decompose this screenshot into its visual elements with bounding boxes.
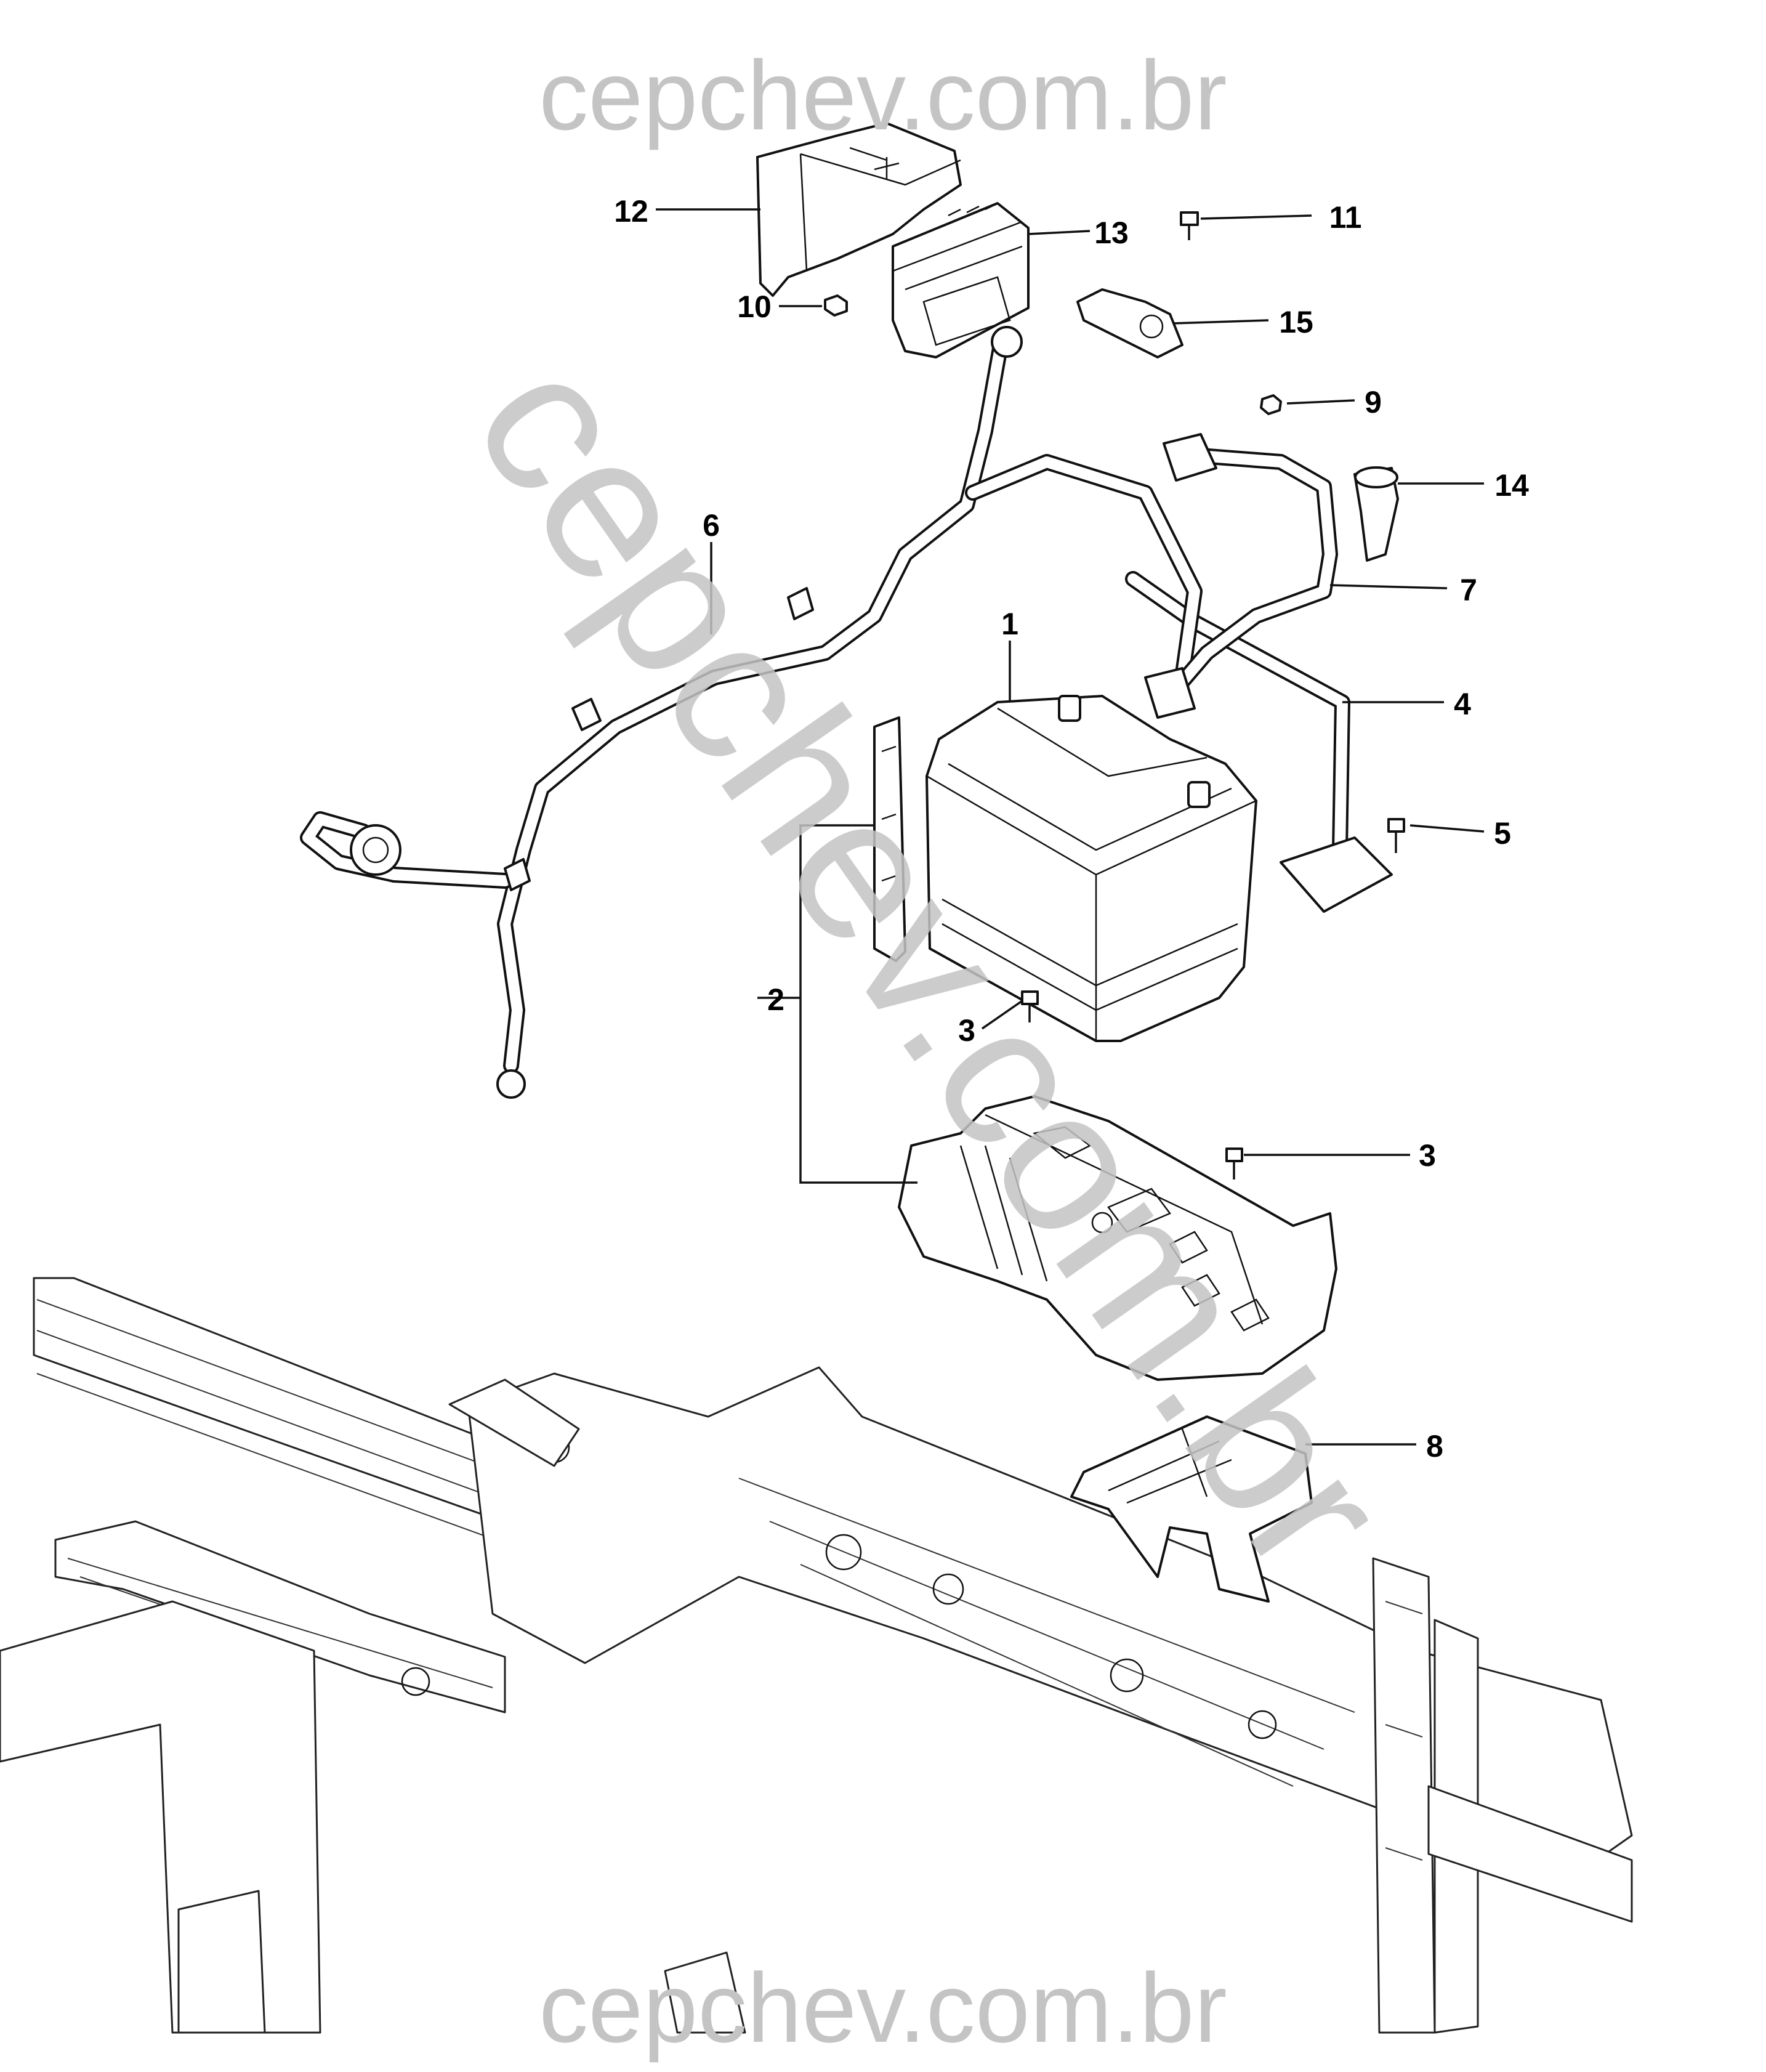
callout-7: 7 bbox=[1460, 573, 1477, 607]
callout-5: 5 bbox=[1494, 816, 1511, 851]
callout-11: 11 bbox=[1329, 200, 1362, 235]
callout-3-upper: 3 bbox=[958, 1013, 975, 1048]
negative-cable bbox=[1144, 433, 1338, 719]
fuse-block bbox=[892, 202, 1030, 358]
callout-2: 2 bbox=[767, 982, 784, 1017]
fasteners bbox=[824, 211, 1405, 1180]
vehicle-front-structure bbox=[0, 1277, 1633, 2034]
main-cable-harness bbox=[300, 326, 1203, 1099]
watermark-top: cepchev.com.br bbox=[539, 40, 1227, 150]
battery-hold-down-clamp bbox=[873, 716, 906, 962]
battery-tray bbox=[898, 1095, 1337, 1381]
callout-9: 9 bbox=[1365, 385, 1382, 419]
callout-labels: 1 2 3 3 4 5 6 7 8 9 10 11 12 13 14 15 bbox=[614, 194, 1529, 1463]
battery bbox=[925, 695, 1257, 1042]
hold-down-rod bbox=[1125, 571, 1393, 913]
leader-lines bbox=[656, 208, 1485, 1446]
callout-10: 10 bbox=[737, 289, 772, 324]
terminal-boot bbox=[1353, 466, 1399, 562]
callout-4: 4 bbox=[1454, 687, 1471, 721]
callout-6: 6 bbox=[703, 508, 720, 543]
callout-8: 8 bbox=[1426, 1429, 1443, 1463]
watermark-bottom: cepchev.com.br bbox=[539, 1953, 1227, 2063]
positive-terminal-clamp bbox=[1076, 288, 1183, 358]
callout-15: 15 bbox=[1279, 305, 1313, 339]
battery-support-bracket bbox=[1070, 1415, 1313, 1603]
terminal-cover bbox=[756, 122, 962, 297]
callout-13: 13 bbox=[1094, 216, 1129, 250]
callout-12: 12 bbox=[614, 194, 648, 229]
callout-1: 1 bbox=[1001, 607, 1018, 641]
callout-14: 14 bbox=[1494, 468, 1529, 503]
callout-3-lower: 3 bbox=[1419, 1138, 1436, 1173]
